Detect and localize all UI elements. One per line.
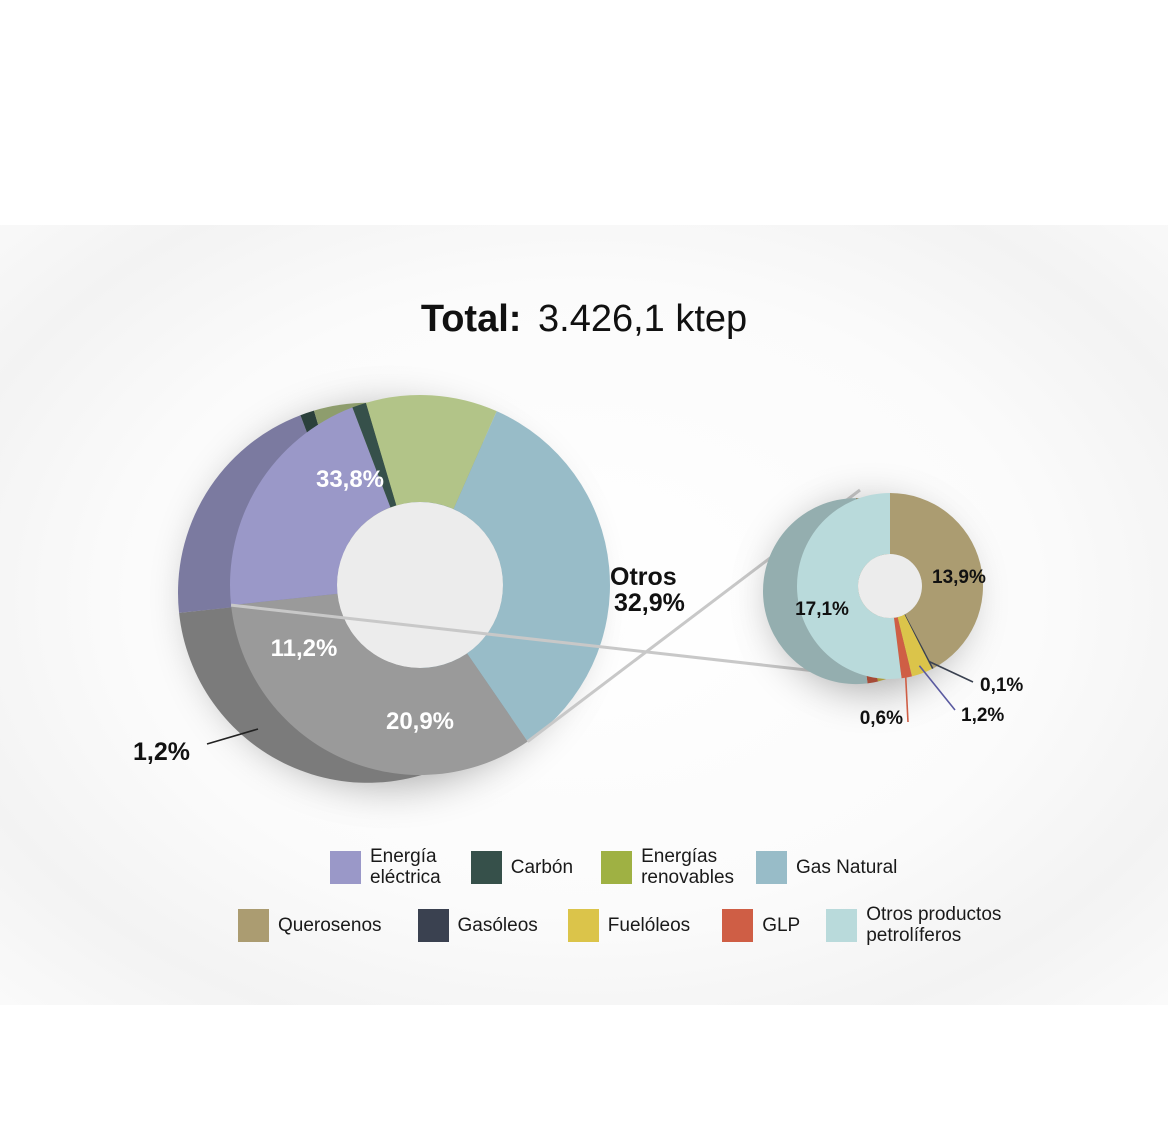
- legend-label: Carbón: [510, 856, 574, 878]
- legend-label: Gas Natural: [796, 856, 898, 878]
- legend-item-otros-productos-petroliferos: Otros productos petrolíferos: [826, 904, 1001, 946]
- leader-glp: [904, 669, 909, 723]
- label-energia-electrica: 20,9%: [386, 708, 454, 735]
- label-gasoleos: 0,1%: [980, 675, 1023, 696]
- slice-energias-renovables: [365, 395, 497, 510]
- title-value: 3.426,1 ktep: [538, 298, 748, 340]
- legend-swatch: [470, 850, 502, 884]
- legend-swatch: [567, 908, 599, 942]
- title-label: Total:: [420, 298, 522, 340]
- legend-item-energias-renovables: Energías renovables: [601, 846, 734, 888]
- legend-swatch: [417, 908, 449, 942]
- label-glp: 0,6%: [860, 708, 903, 729]
- main-donut: [178, 395, 611, 784]
- legend-item-querosenos: Querosenos: [238, 908, 382, 942]
- slice-otros-productos-petroliferos: [796, 493, 902, 679]
- leader-fueloleos: [918, 665, 956, 711]
- breakdown-donut: [762, 493, 983, 690]
- legend-label: Otros productos petrolíferos: [866, 904, 1002, 946]
- legend-label: Querosenos: [278, 914, 382, 936]
- legend-item-energia-electrica: Energía eléctrica: [330, 846, 441, 888]
- label-gas-natural: 33,8%: [316, 466, 384, 493]
- slice-querosenos: [890, 493, 983, 669]
- legend-label: Energía eléctrica: [370, 846, 441, 888]
- label-energias-renovables: 11,2%: [271, 635, 338, 662]
- legend-swatch: [722, 908, 754, 942]
- legend-swatch: [601, 850, 633, 884]
- legend-label: Fuelóleos: [607, 914, 691, 936]
- legend-label: GLP: [762, 914, 801, 936]
- slice-fueloleos: [897, 614, 932, 677]
- legend-item-glp: GLP: [722, 908, 801, 942]
- legend-swatch: [756, 850, 788, 884]
- legend-label: Energías renovables: [641, 846, 735, 888]
- legend-item-carbon: Carbón: [470, 850, 574, 884]
- legend-item-gas-natural: Gas Natural: [756, 850, 898, 884]
- donut-hole: [858, 554, 922, 618]
- slice-gas-natural: [453, 411, 611, 742]
- slice-carbon: [352, 402, 397, 508]
- legend-swatch: [826, 908, 858, 942]
- legend-swatch: [330, 850, 361, 884]
- leader-carbon: [206, 728, 259, 745]
- slice-glp: [893, 617, 912, 679]
- legend-row-2: Querosenos Gasóleos Fuelóleos GLP Otros prod…: [238, 904, 1001, 946]
- leader-gasoleos: [928, 660, 974, 683]
- legend-row-1: Energía eléctrica Carbón Energías renovabl…: [330, 846, 897, 888]
- label-otros-productos-petroliferos: 17,1%: [795, 599, 849, 620]
- legend-item-gasoleos: Gasóleos: [417, 908, 538, 942]
- chart-title: Total: 3.426,1 ktep: [0, 298, 1168, 341]
- donut-hole: [337, 502, 503, 668]
- legend-item-fueloleos: Fuelóleos: [567, 908, 691, 942]
- slice-gasoleos: [904, 614, 934, 670]
- legend-label: Gasóleos: [457, 914, 538, 936]
- label-carbon: 1,2%: [133, 738, 190, 766]
- slice-otros: [231, 593, 528, 776]
- label-fueloleos: 1,2%: [961, 705, 1004, 726]
- legend-swatch: [238, 908, 269, 942]
- slice-energia-electrica: [230, 407, 391, 606]
- label-querosenos: 13,9%: [932, 567, 986, 588]
- connector-line-bottom: [230, 603, 861, 678]
